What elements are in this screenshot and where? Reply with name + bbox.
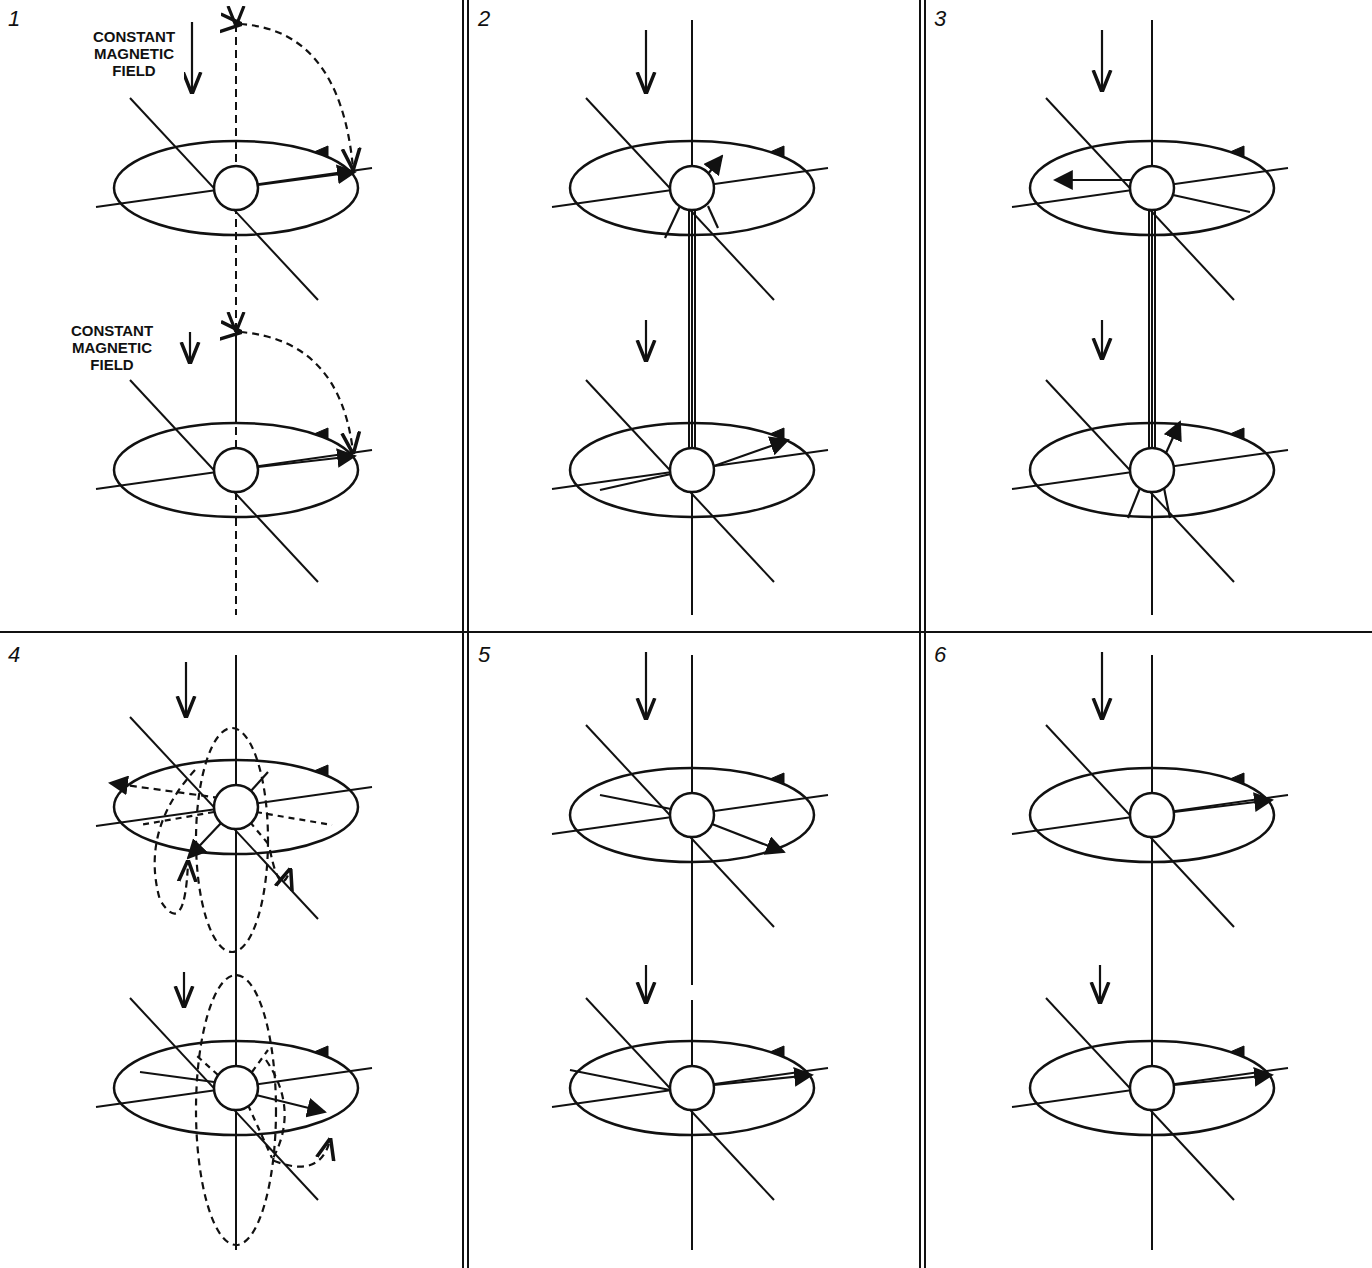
panel-number: 6 (934, 642, 946, 668)
panel-number: 1 (8, 6, 20, 32)
panel-number: 4 (8, 642, 20, 668)
nucleus-figures (96, 98, 1288, 1200)
field-label: CONSTANT MAGNETIC FIELD (62, 322, 162, 373)
field-arrows (184, 22, 1102, 1006)
field-label: CONSTANT MAGNETIC FIELD (84, 28, 184, 79)
nucleus-circles (214, 166, 1174, 1110)
spin-vectors (110, 24, 1272, 1245)
panel-number: 2 (478, 6, 490, 32)
panel-number: 3 (934, 6, 946, 32)
panel-number: 5 (478, 642, 490, 668)
vertical-axes (236, 20, 1155, 1250)
